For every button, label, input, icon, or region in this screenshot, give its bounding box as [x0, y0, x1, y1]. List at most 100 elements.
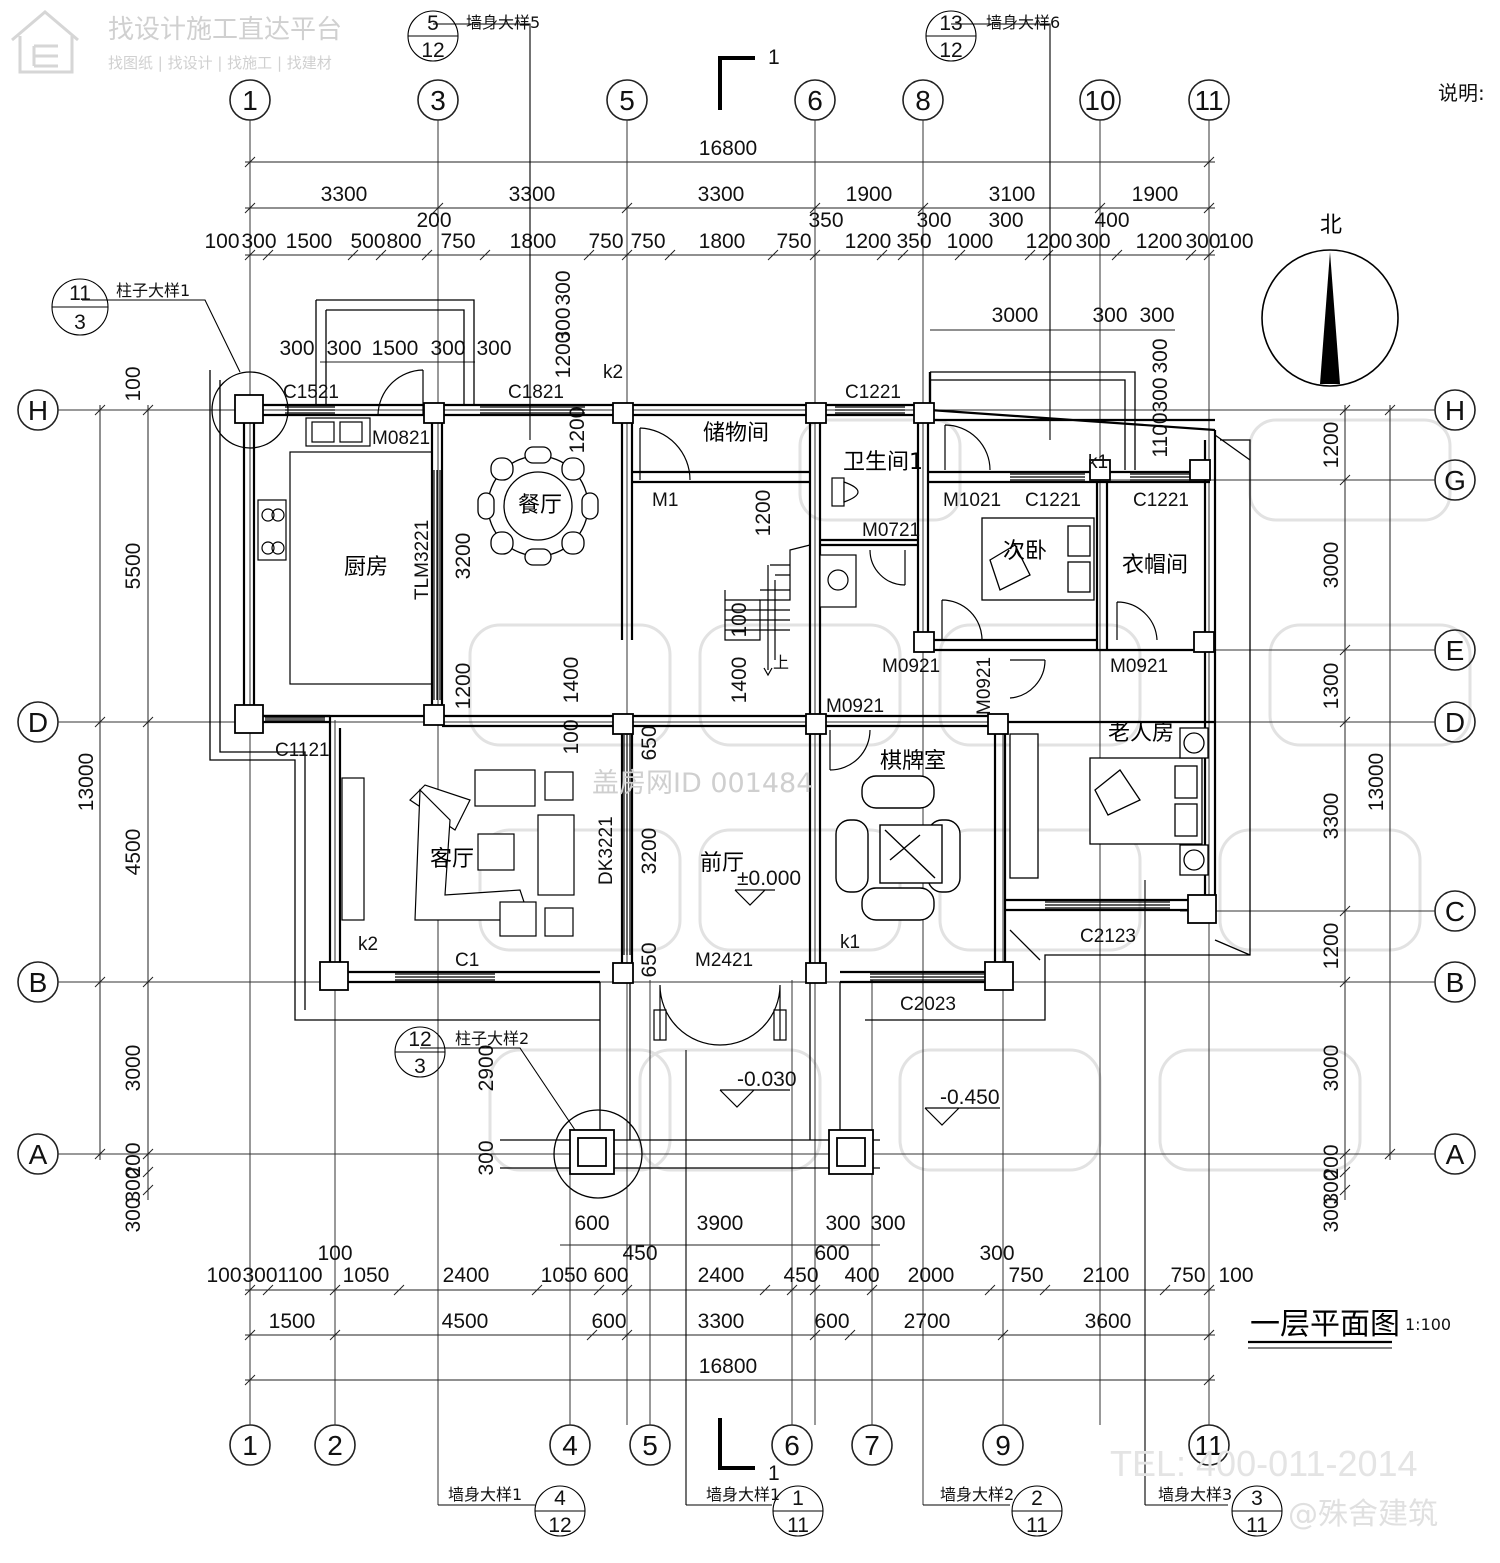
second-bedroom-bed — [981, 517, 1095, 601]
dim-right-small-1: 200 — [1320, 1144, 1343, 1179]
dim-left-small-3: 300 — [122, 1167, 145, 1202]
dim-top-row3-13: 350 — [896, 230, 931, 253]
dim-bottom-row3-5: 600 — [814, 1310, 849, 1333]
dim-bottom-total: 16800 — [699, 1355, 757, 1378]
dim-bottom-row2-2: 300 — [242, 1264, 277, 1287]
dim-left-1: 5500 — [122, 543, 145, 590]
callout-col2-sheet: 3 — [414, 1055, 426, 1078]
dim-top-row3-2: 300 — [241, 230, 276, 253]
brand-links[interactable]: 找图纸 | 找设计 | 找施工 | 找建材 — [108, 54, 332, 72]
callout-wall1b-sheet: 11 — [787, 1514, 809, 1537]
dim-kitchen-3: 1500 — [372, 337, 419, 360]
dim-bottom-row3-4: 3300 — [698, 1310, 745, 1333]
axis-bottom-11: 11 — [1194, 1430, 1223, 1461]
dim-right-3: 1300 — [1320, 663, 1343, 710]
dim-top-extra-2: 350 — [808, 209, 843, 232]
code-C2123: C2123 — [1080, 926, 1136, 947]
dim-top-row2-4: 1900 — [846, 183, 893, 206]
dim-bottom-row2-15: 100 — [1218, 1264, 1253, 1287]
mahjong-table — [835, 775, 961, 921]
watermark-signature: @殊舍建筑 — [1288, 1497, 1438, 1532]
code-TLM3221: TLM3221 — [412, 520, 433, 600]
dim-top-row2-3: 3300 — [698, 183, 745, 206]
callout-wall1a-label: 墙身大样1 — [448, 1485, 522, 1504]
dim-bottom-row2-3: 1100 — [277, 1264, 322, 1287]
dim-inner-16: 1200 — [552, 332, 575, 379]
code-C1221-a: C1221 — [845, 382, 901, 403]
axis-top-11: 11 — [1194, 85, 1223, 116]
axis-bottom-7: 7 — [864, 1430, 880, 1461]
dim-bottom-row1-4: 300 — [870, 1212, 905, 1235]
dim-bottom-row2-6: 1050 — [541, 1264, 588, 1287]
callout-wall2-sheet: 11 — [1026, 1514, 1048, 1537]
callout-wall5-sheet: 12 — [421, 39, 444, 62]
room-second-bedroom: 次卧 — [1003, 539, 1047, 564]
dim-bottom-row2-5: 2400 — [443, 1264, 490, 1287]
code-M1: M1 — [652, 490, 678, 511]
dim-left-3: 3000 — [122, 1045, 145, 1092]
axis-bottom-6: 6 — [784, 1430, 800, 1461]
axis-row-H-left: H — [28, 395, 48, 426]
dim-top-extra-4: 300 — [988, 209, 1023, 232]
dim-right-4: 3300 — [1320, 793, 1343, 840]
dim-right-top-3: 300 — [1139, 304, 1174, 327]
code-M0921-d: M0921 — [974, 657, 995, 715]
callout-col1-num: 11 — [69, 282, 91, 305]
dim-inner-1: 3200 — [452, 533, 475, 580]
terrace-outlines — [209, 299, 1251, 1169]
callout-col2-label: 柱子大样2 — [455, 1029, 529, 1048]
dim-inner-17: 300 — [1149, 338, 1172, 373]
dim-bottom-row3-1: 1500 — [269, 1310, 316, 1333]
dim-right-top-2: 300 — [1092, 304, 1127, 327]
axis-row-D-right: D — [1445, 707, 1465, 738]
dim-inner-5: 1200 — [752, 490, 775, 537]
dim-top-row3-8: 750 — [588, 230, 623, 253]
dim-top-row3-5: 800 — [386, 230, 421, 253]
watermark-tel: TEL: 400-011-2014 — [1110, 1443, 1418, 1484]
section-mark-bottom: 1 — [768, 1462, 780, 1485]
dim-top-row3-14: 1000 — [947, 230, 994, 253]
code-M0921-c: M0921 — [826, 696, 884, 717]
dim-bottom-extra-1: 450 — [622, 1242, 657, 1265]
elder-room-bed — [1009, 727, 1209, 879]
callout-wall5-label: 墙身大样5 — [466, 13, 540, 32]
dim-kitchen-5: 300 — [476, 337, 511, 360]
dim-bottom-row1-2: 3900 — [697, 1212, 744, 1235]
dim-top-extra-5: 400 — [1094, 209, 1129, 232]
callout-wall1a-sheet: 12 — [548, 1514, 571, 1537]
dim-top-row3-10: 1800 — [699, 230, 746, 253]
axis-row-G: G — [1444, 465, 1466, 496]
axis-row-C: C — [1445, 896, 1465, 927]
dim-bottom-row2-13: 2100 — [1083, 1264, 1130, 1287]
callout-wall6-sheet: 12 — [939, 39, 962, 62]
dim-top-row3-18: 300 — [1185, 230, 1220, 253]
dim-inner-10: 2900 — [475, 1045, 498, 1092]
code-C1: C1 — [455, 950, 479, 971]
dim-bottom-row2-7: 600 — [593, 1264, 628, 1287]
stair-up-label: 上 — [773, 653, 789, 672]
dim-top-row3-12: 1200 — [845, 230, 892, 253]
dim-top-row3-6: 750 — [440, 230, 475, 253]
dim-top-row3-16: 300 — [1075, 230, 1110, 253]
dim-right-small-2: 300 — [1320, 1169, 1343, 1204]
axis-top-3: 3 — [430, 85, 446, 116]
dim-inner-14: 300 — [552, 307, 575, 342]
code-M0921-b: M0921 — [1110, 656, 1168, 677]
kitchen-counter — [257, 417, 433, 685]
axis-top-5: 5 — [619, 85, 635, 116]
section-marks — [718, 56, 755, 1470]
dim-left-small-1: 100 — [122, 366, 145, 401]
staircase — [724, 544, 811, 677]
dim-top-row3-17: 1200 — [1136, 230, 1183, 253]
dim-right-5: 1200 — [1320, 923, 1343, 970]
code-k2-bottom: k2 — [358, 934, 378, 955]
north-label: 北 — [1320, 213, 1342, 238]
axis-top-10: 10 — [1084, 85, 1115, 116]
dim-inner-3: 1400 — [560, 657, 583, 704]
callout-wall2-label: 墙身大样2 — [940, 1485, 1014, 1504]
code-C1821: C1821 — [508, 382, 564, 403]
drawing-scale: 1:100 — [1405, 1315, 1451, 1334]
title-underline — [1248, 1340, 1392, 1349]
dim-inner-8: 650 — [638, 725, 661, 760]
axis-bottom-5: 5 — [642, 1430, 658, 1461]
